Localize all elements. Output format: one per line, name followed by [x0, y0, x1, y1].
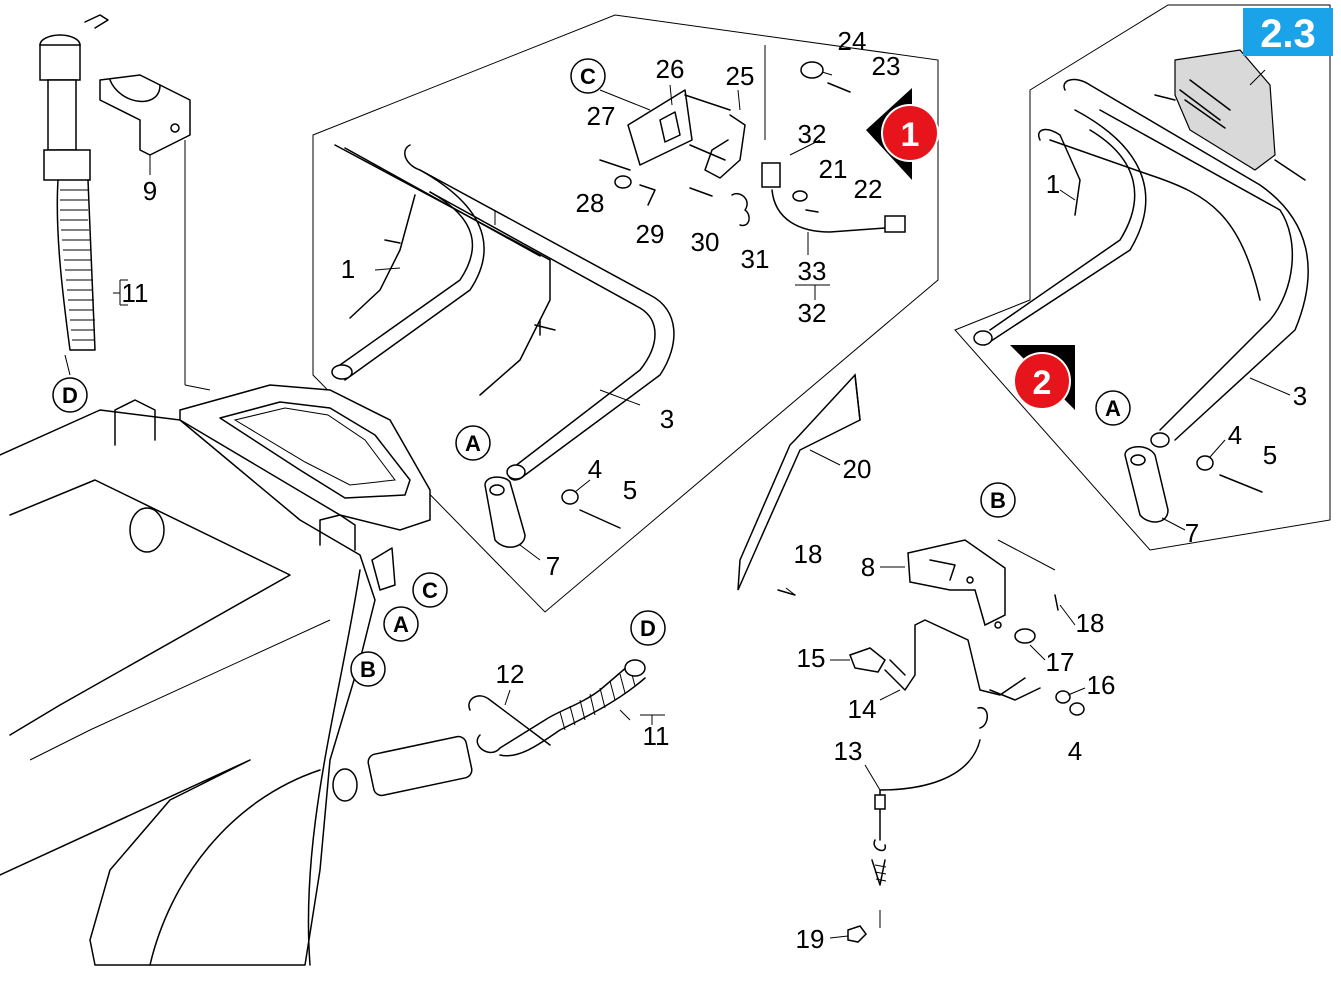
leader-lines	[113, 69, 1291, 939]
part-label-11-lower: 11	[643, 721, 670, 751]
connection-letter-a: A	[393, 612, 409, 637]
connection-letter-d: D	[640, 616, 656, 641]
part-label-5: 5	[623, 475, 637, 505]
connection-circle	[1095, 390, 1131, 426]
view-marker-circle	[881, 104, 939, 162]
connection-letter-b: B	[360, 657, 376, 682]
part-label-19: 19	[796, 924, 825, 954]
part-label-9: 9	[143, 176, 157, 206]
part-label-17: 17	[1046, 647, 1075, 677]
part-label-16: 16	[1087, 670, 1116, 700]
connection-circle	[980, 482, 1016, 518]
part-label-11-upper: 11	[122, 278, 149, 308]
connection-circle	[52, 377, 88, 413]
part-label-30: 30	[691, 227, 720, 257]
part-labels: 9 11 1 3 4 5 7 26 27 25 24 23 32 21 22 2…	[122, 26, 1308, 954]
connection-circle	[630, 610, 666, 646]
part-label-29: 29	[636, 219, 665, 249]
connection-circle	[455, 425, 491, 461]
view-marker-label: 1	[901, 116, 920, 154]
connection-marker-c-top: C	[570, 58, 606, 94]
view-marker-2: 2	[1010, 345, 1075, 410]
connection-marker-a-body: A	[383, 606, 419, 642]
part-label-27: 27	[587, 101, 616, 131]
part-label-26: 26	[656, 54, 685, 84]
bracket-parts-26-27	[599, 45, 906, 255]
part-label-24: 24	[838, 26, 867, 56]
connection-letter-c: C	[580, 64, 596, 89]
detail-panel-2-outline	[954, 4, 1331, 551]
part-label-31: 31	[741, 244, 770, 274]
part-label-14: 14	[848, 694, 877, 724]
part-label-4-panel2: 4	[1228, 420, 1242, 450]
connection-marker-b-bracket: B	[980, 482, 1016, 518]
part-label-22: 22	[854, 174, 883, 204]
part-label-23: 23	[872, 51, 901, 81]
machine-body	[0, 384, 431, 966]
part-label-1-panel2: 1	[1046, 169, 1060, 199]
connection-letter-d: D	[62, 383, 78, 408]
connection-circle	[412, 572, 448, 608]
view-marker-circle	[1013, 352, 1071, 410]
version-badge-box	[1243, 8, 1333, 56]
view-marker-1: 1	[866, 88, 939, 180]
part-label-7-panel2: 7	[1185, 518, 1199, 548]
part-label-13: 13	[834, 736, 863, 766]
part-label-20: 20	[843, 454, 872, 484]
connection-marker-b-body: B	[350, 651, 386, 687]
pivot-bracket-1	[484, 476, 621, 548]
hose-lower	[332, 659, 646, 802]
detail-panel-1-outline	[312, 14, 939, 613]
part-label-12: 12	[496, 659, 525, 689]
part-label-21: 21	[819, 154, 848, 184]
connection-circle	[570, 58, 606, 94]
part-label-18-left: 18	[794, 539, 823, 569]
connection-circle	[350, 651, 386, 687]
plate-20	[737, 373, 861, 596]
part-label-8: 8	[861, 552, 875, 582]
version-badge: 2.3	[1243, 8, 1333, 56]
connection-marker-a-panel1: A	[455, 425, 491, 461]
part-label-32-upper: 32	[798, 119, 827, 149]
view-marker-label: 2	[1033, 364, 1052, 402]
part-label-32-lower: 32	[798, 298, 827, 328]
cable-13	[847, 707, 988, 943]
part-label-4-lower: 4	[1068, 736, 1082, 766]
connection-letter-a: A	[1105, 396, 1121, 421]
connection-letter-b: B	[990, 488, 1006, 513]
hose-upper	[39, 14, 109, 376]
connection-marker-d-lower: D	[630, 610, 666, 646]
connection-letter-c: C	[422, 578, 438, 603]
part-label-3-panel2: 3	[1293, 381, 1307, 411]
bracket-8	[907, 539, 1059, 644]
version-badge-label: 2.3	[1260, 12, 1316, 56]
connection-marker-c-body: C	[412, 572, 448, 608]
connection-circle	[383, 606, 419, 642]
connection-marker-a-panel2: A	[1095, 390, 1131, 426]
connection-marker-d-hose: D	[52, 377, 88, 413]
rod-14	[849, 619, 1085, 716]
handle-frame-1	[331, 144, 675, 481]
hook-bracket	[99, 74, 211, 391]
part-label-5-panel2: 5	[1263, 440, 1277, 470]
part-label-33: 33	[798, 256, 827, 286]
part-label-7: 7	[546, 551, 560, 581]
part-label-3: 3	[660, 404, 674, 434]
part-label-15: 15	[797, 643, 826, 673]
part-label-18-right: 18	[1076, 608, 1105, 638]
part-label-28: 28	[576, 188, 605, 218]
handle-frame-2	[973, 49, 1309, 523]
connection-letter-a: A	[465, 431, 481, 456]
part-label-25: 25	[726, 61, 755, 91]
part-label-1: 1	[341, 254, 355, 284]
part-label-4: 4	[588, 454, 602, 484]
